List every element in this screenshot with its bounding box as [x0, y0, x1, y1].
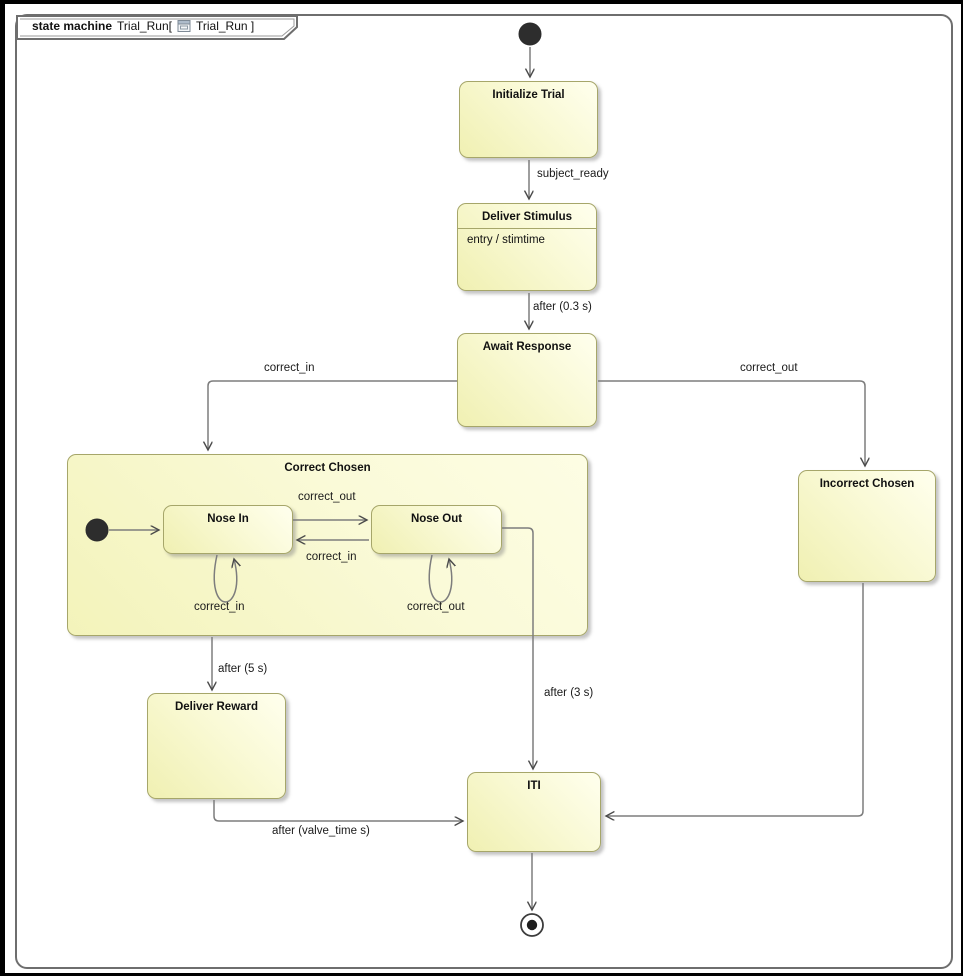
- composite-state-correct-chosen[interactable]: Correct Chosen: [67, 454, 588, 636]
- transition-nose-out-to-in-label[interactable]: correct_in: [306, 551, 357, 563]
- entry-action: entry / stimtime: [467, 234, 545, 246]
- state-nose-out[interactable]: Nose Out: [371, 505, 502, 554]
- page-background: state machine Trial_Run[ Trial_Run ] Cor…: [5, 4, 961, 973]
- state-iti[interactable]: ITI: [467, 772, 601, 852]
- transition-correct-out-label[interactable]: correct_out: [740, 362, 798, 374]
- state-await-response[interactable]: Await Response: [457, 333, 597, 427]
- state-title: Deliver Stimulus: [481, 211, 573, 223]
- transition-correct-in-label[interactable]: correct_in: [264, 362, 315, 374]
- transition-nose-in-self-label[interactable]: correct_in: [194, 601, 245, 613]
- transition-nose-in-to-out-label[interactable]: correct_out: [298, 491, 356, 503]
- state-title: Await Response: [482, 341, 572, 353]
- frame-title: state machine Trial_Run[ Trial_Run ]: [32, 19, 254, 33]
- state-nose-in[interactable]: Nose In: [163, 505, 293, 554]
- transition-after-5s-label[interactable]: after (5 s): [218, 663, 268, 675]
- state-title: Deliver Reward: [174, 701, 259, 713]
- state-title: Nose Out: [410, 513, 463, 525]
- state-deliver-reward[interactable]: Deliver Reward: [147, 693, 286, 799]
- transition-nose-out-self-label[interactable]: correct_out: [407, 601, 465, 613]
- state-title: Incorrect Chosen: [819, 478, 915, 490]
- transition-subject-ready-label[interactable]: subject_ready: [537, 168, 609, 180]
- frame-diagram-ref: Trial_Run ]: [195, 19, 255, 33]
- state-title: Correct Chosen: [284, 462, 371, 474]
- diagram-icon: [177, 20, 191, 32]
- state-title: ITI: [527, 780, 541, 792]
- transition-after-3s-label[interactable]: after (3 s): [544, 687, 594, 699]
- state-title: Initialize Trial: [492, 89, 565, 101]
- transition-after-valve-time-label[interactable]: after (valve_time s): [272, 825, 370, 837]
- state-title: Nose In: [207, 513, 249, 525]
- compartment-separator: [458, 228, 596, 229]
- state-initialize-trial[interactable]: Initialize Trial: [459, 81, 598, 158]
- state-incorrect-chosen[interactable]: Incorrect Chosen: [798, 470, 936, 582]
- frame-kind-label: state machine: [32, 19, 113, 33]
- state-deliver-stimulus[interactable]: Deliver Stimulus entry / stimtime: [457, 203, 597, 291]
- frame-diagram-name: Trial_Run[: [117, 19, 172, 33]
- transition-after-stimulus-label[interactable]: after (0.3 s): [533, 301, 592, 313]
